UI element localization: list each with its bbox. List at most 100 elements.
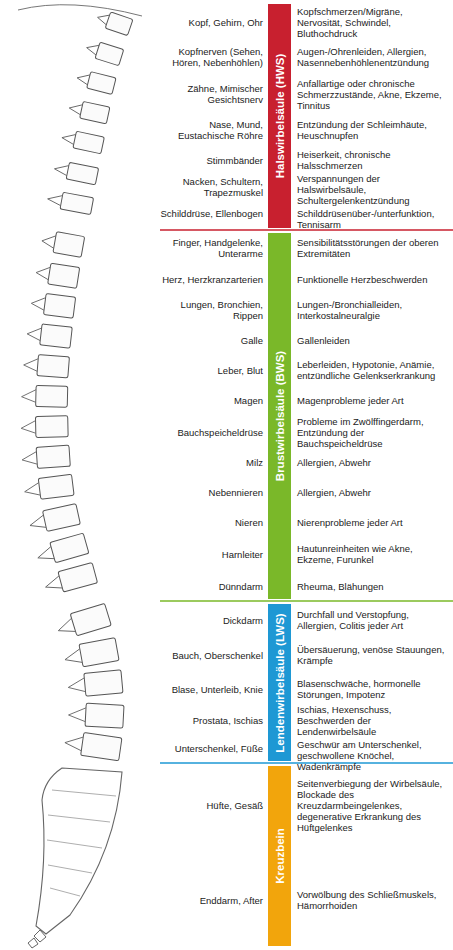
- organ-label: Zähne, Mimischer Gesichtsnerv: [160, 83, 263, 105]
- vertebra: [40, 229, 84, 257]
- section-title: Brustwirbelsäule (BWS): [273, 351, 286, 481]
- vertebra-body: [43, 294, 75, 319]
- spinous-process: [28, 515, 46, 531]
- organ-label: Herz, Herzkranzarterien: [160, 274, 263, 285]
- spinous-process: [64, 649, 83, 666]
- vertebra-body: [81, 733, 122, 761]
- vertebra-body: [50, 533, 89, 563]
- vertebra: [68, 99, 110, 124]
- symptom-label: Heiserkeit, chronische Halsschmerzen: [297, 149, 449, 171]
- section-band: Halswirbelsäule (HWS): [268, 4, 291, 228]
- symptom-label: Leberleiden, Hypotonie, Anämie, entzündl…: [297, 359, 449, 381]
- section-band: Kreuzbein: [268, 766, 291, 946]
- spinous-process: [68, 678, 86, 693]
- vertebra: [63, 730, 121, 761]
- section-title: Halswirbelsäule (HWS): [273, 54, 286, 179]
- organ-label: Harnleiter: [160, 549, 263, 560]
- organ-label: Nebennieren: [160, 487, 263, 498]
- section-title: Lendenwirbelsäule (LWS): [273, 613, 286, 752]
- organ-label: Prostata, Ischias: [160, 715, 263, 726]
- organ-label: Bauchspeicheldrüse: [160, 427, 263, 438]
- organ-label: Leber, Blut: [160, 365, 263, 376]
- organ-label: Unterschenkel, Füße: [160, 743, 263, 754]
- organ-label: Stimmbänder: [160, 155, 263, 166]
- spinous-process: [76, 72, 90, 85]
- vertebra: [30, 292, 76, 318]
- organ-label: Blase, Unterleib, Knie: [160, 684, 263, 695]
- spinous-process: [85, 42, 99, 55]
- vertebra: [60, 129, 104, 154]
- spinous-process: [68, 102, 82, 115]
- organ-label: Finger, Handgelenke, Unterarme: [160, 237, 263, 259]
- symptom-label: Nierenprobleme jeder Art: [297, 517, 449, 528]
- spinous-process: [61, 132, 76, 145]
- spinous-process: [68, 707, 86, 722]
- vertebra-body: [70, 603, 111, 635]
- vertebra-body: [35, 416, 68, 438]
- symptom-label: Geschwür am Unterschenkel, geschwollene …: [297, 739, 449, 772]
- vertebra-body: [79, 638, 119, 667]
- vertebra: [21, 385, 67, 407]
- vertebra: [28, 504, 81, 535]
- organ-label: Enddarm, After: [160, 895, 263, 906]
- divider-line: [160, 600, 453, 602]
- symptom-label: Allergien, Abwehr: [297, 487, 449, 498]
- organ-label: Kopf, Gehirn, Ohr: [160, 17, 263, 28]
- spinous-process: [44, 576, 63, 592]
- section-band: Brustwirbelsäule (BWS): [268, 233, 291, 599]
- vertebra-body: [85, 703, 124, 728]
- symptom-label: Lungen-/Bronchialleiden, Interkostalneur…: [297, 299, 449, 321]
- vertebra-body: [66, 162, 99, 185]
- vertebra-body: [58, 563, 98, 593]
- vertebra: [43, 563, 98, 597]
- spinous-process: [36, 547, 55, 563]
- spinous-process: [24, 483, 41, 497]
- vertebra-body: [53, 232, 85, 258]
- symptom-label: Sensibilitätsstörungen der oberen Extrem…: [297, 237, 449, 259]
- vertebra: [21, 416, 68, 438]
- symptom-label: Durchfall und Verstopfung, Allergien, Co…: [297, 609, 449, 631]
- vertebra: [26, 322, 72, 348]
- symptom-label: Kopfschmerzen/Migräne, Nervosität, Schwi…: [297, 6, 449, 39]
- vertebra: [84, 39, 123, 66]
- symptom-label: Rheuma, Blähungen: [297, 581, 449, 592]
- vertebra-body: [36, 385, 68, 407]
- vertebra: [46, 190, 93, 215]
- vertebra: [35, 261, 80, 288]
- symptom-label: Magenprobleme jeder Art: [297, 395, 449, 406]
- spinous-process: [96, 12, 109, 25]
- vertebra: [35, 533, 89, 567]
- symptom-label: Entzündung der Schleimhäute, Heuschnupfe…: [297, 119, 449, 141]
- organ-label: Nieren: [160, 517, 263, 528]
- vertebra-body: [73, 131, 104, 154]
- vertebra-body: [40, 324, 73, 348]
- symptom-label: Gallenleiden: [297, 335, 449, 346]
- symptom-label: Ischias, Hexenschuss, Beschwerden der Le…: [297, 704, 449, 737]
- spinous-process: [23, 358, 38, 372]
- symptom-label: Verspannungen der Halswirbelsäule, Schul…: [297, 173, 449, 206]
- symptom-label: Anfallartige oder chronische Schmerzzust…: [297, 78, 449, 111]
- vertebra: [55, 603, 112, 640]
- spinous-process: [56, 618, 76, 636]
- symptom-label: Übersäuerung, venöse Stauungen, Krämpfe: [297, 644, 449, 666]
- organ-label: Dickdarm: [160, 615, 263, 626]
- organ-label: Milz: [160, 457, 263, 468]
- organ-label: Bauch, Oberschenkel: [160, 650, 263, 661]
- spinous-process: [64, 735, 83, 751]
- vertebra: [21, 445, 70, 469]
- organ-label: Lungen, Bronchien, Rippen: [160, 299, 263, 321]
- vertebra: [68, 702, 124, 728]
- organ-label: Nacken, Schultern, Trapezmuskel: [160, 176, 263, 198]
- spinous-process: [41, 234, 56, 249]
- vertebra-body: [43, 504, 81, 532]
- organ-label: Dünndarm: [160, 581, 263, 592]
- vertebra-body: [48, 263, 80, 288]
- vertebra: [67, 670, 123, 698]
- vertebra-body: [87, 72, 116, 95]
- vertebra-body: [36, 445, 70, 468]
- organ-label: Schilddrüse, Ellenbogen: [160, 208, 263, 219]
- vertebrae: [21, 8, 133, 760]
- vertebra-body: [37, 355, 70, 378]
- symptom-label: Blasenschwäche, hormonelle Störungen, Im…: [297, 678, 449, 700]
